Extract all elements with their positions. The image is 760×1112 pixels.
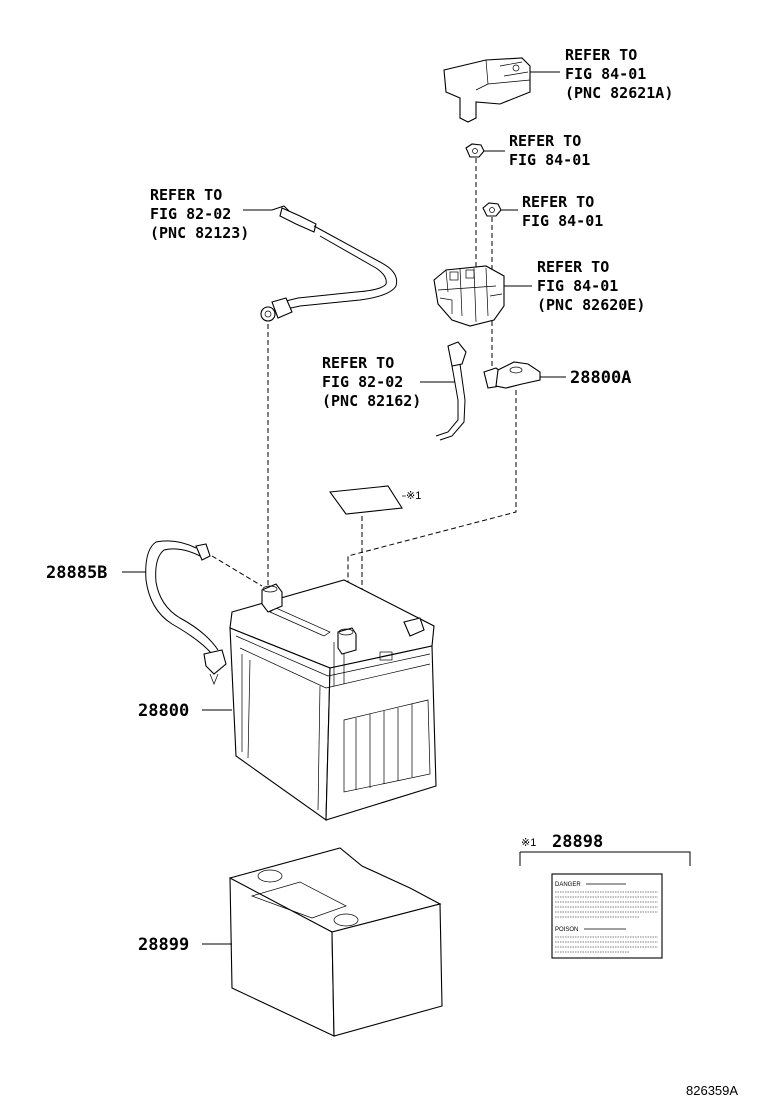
poscable-callout-line2: FIG 82-02 <box>150 205 231 223</box>
fuse-callout-line3: (PNC 82620E) <box>537 296 645 314</box>
relay-callout-line3: (PNC 82621A) <box>565 84 673 102</box>
wire-part <box>420 341 467 441</box>
positive-cable-part <box>243 205 398 322</box>
tray-part <box>202 847 443 1037</box>
note-sticker-mark: ※1 <box>406 490 421 502</box>
wire-callout-line3: (PNC 82162) <box>322 392 421 410</box>
terminal-part <box>483 361 566 389</box>
poison-heading: POISON <box>555 927 578 933</box>
wire-callout-line1: REFER TO <box>322 354 394 372</box>
vent-hose-part <box>122 540 227 685</box>
warning-label-card: DANGER POISON <box>551 873 663 959</box>
fuse-callout-line2: FIG 84-01 <box>537 277 618 295</box>
relay-callout-line2: FIG 84-01 <box>565 65 646 83</box>
nut1-callout-line2: FIG 84-01 <box>509 151 590 169</box>
nut2-callout-line1: REFER TO <box>522 193 594 211</box>
tray-part-number: 28899 <box>138 935 189 955</box>
label-note-mark: ※1 <box>521 837 536 849</box>
label-callout <box>519 851 691 866</box>
fuse-callout-line1: REFER TO <box>537 258 609 276</box>
nut-2 <box>482 202 518 217</box>
battery-part <box>202 579 437 822</box>
label-part-number: 28898 <box>552 832 603 852</box>
relay-callout-line1: REFER TO <box>565 46 637 64</box>
fuse-block-part <box>433 265 532 327</box>
nut2-callout-line2: FIG 84-01 <box>522 212 603 230</box>
figure-id: 826359A <box>686 1083 738 1098</box>
nut-1 <box>465 143 505 158</box>
danger-heading: DANGER <box>555 882 581 888</box>
poscable-callout-line3: (PNC 82123) <box>150 224 249 242</box>
nut1-callout-line1: REFER TO <box>509 132 581 150</box>
battery-part-number: 28800 <box>138 701 189 721</box>
relay-part <box>443 57 560 123</box>
vent-guide-line <box>211 555 263 587</box>
wire-callout-line2: FIG 82-02 <box>322 373 403 391</box>
terminal-part-number: 28800A <box>570 368 631 388</box>
vent-hose-part-number: 28885B <box>46 563 107 583</box>
note-sticker <box>328 485 406 515</box>
poscable-callout-line1: REFER TO <box>150 186 222 204</box>
